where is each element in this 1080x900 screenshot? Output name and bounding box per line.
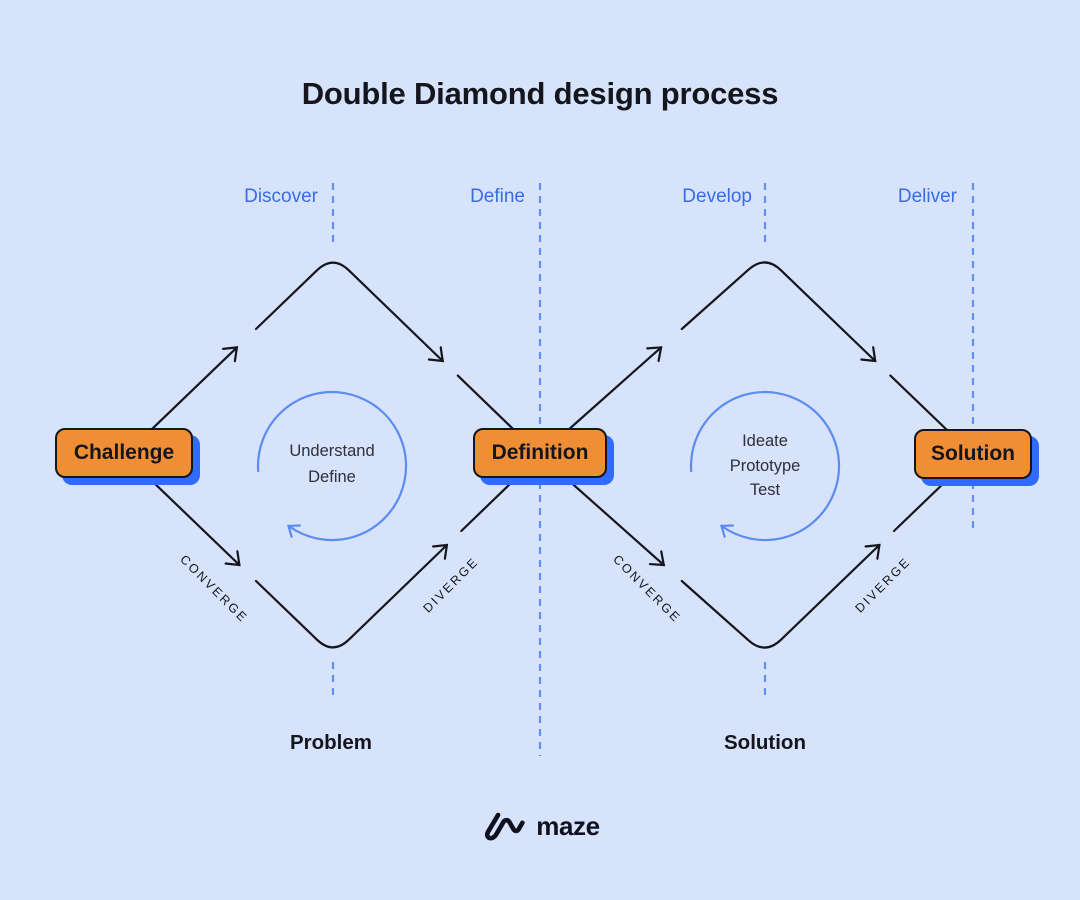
phase-label-deliver: Deliver [897, 186, 957, 207]
loop-arrow-2 [689, 390, 841, 542]
node-challenge: Challenge [55, 428, 193, 478]
section-label-problem: Problem [289, 731, 373, 754]
loop-1-line-2: Define [308, 468, 356, 486]
loop-1-line-1: Understand [289, 442, 375, 460]
diamond1-bottom-segment [254, 545, 447, 649]
maze-logo-icon [485, 812, 525, 841]
iteration-loop-arrows [256, 390, 841, 542]
loop-2-activities: Ideate Prototype Test [665, 429, 865, 503]
loop-1-activities: Understand Define [232, 438, 432, 490]
loop-2-line-3: Test [749, 481, 781, 499]
loop-2-line-2: Prototype [729, 456, 801, 475]
phase-label-define: Define [470, 186, 525, 207]
loop-2-line-1: Ideate [742, 432, 788, 450]
node-definition: Definition [473, 428, 607, 478]
maze-wordmark: maze [536, 811, 600, 841]
phase-label-discover: Discover [244, 186, 318, 207]
phase-label-develop: Develop [682, 186, 752, 207]
loop-arrow-1 [256, 390, 408, 542]
brand-lockup: maze [0, 810, 1080, 843]
page-title: Double Diamond design process [301, 76, 779, 111]
diamond2-bottom-segment [680, 545, 880, 649]
diamond2-top-segment [680, 261, 875, 361]
diamond1-top-segment [254, 261, 443, 361]
section-label-solution: Solution [724, 731, 806, 754]
node-solution: Solution [914, 429, 1032, 479]
